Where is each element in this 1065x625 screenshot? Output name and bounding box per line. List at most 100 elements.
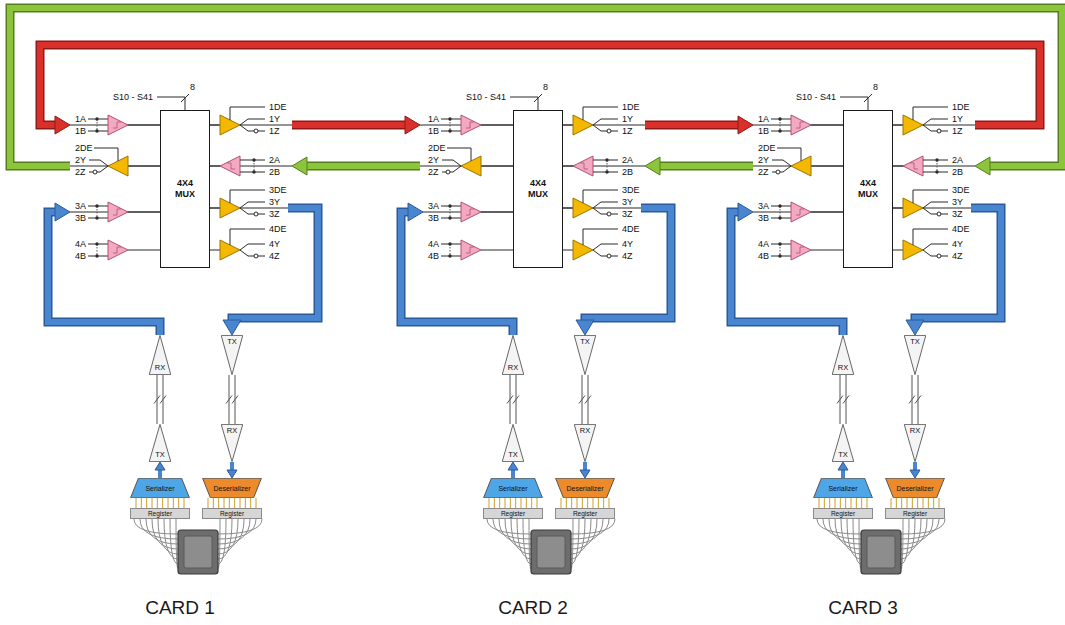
signal-connector <box>508 462 518 478</box>
select-bus <box>840 97 868 110</box>
chip-package <box>861 530 901 574</box>
hysteresis-mark <box>910 163 918 169</box>
pin-name: 2Y <box>427 155 440 165</box>
arrowhead <box>292 157 307 175</box>
bus-wire <box>168 498 169 508</box>
wire <box>481 212 513 213</box>
pin-name: 2DE <box>757 143 777 153</box>
wire <box>240 208 265 214</box>
inverting-bubble <box>607 212 611 216</box>
wire <box>442 160 461 166</box>
wire <box>583 107 618 120</box>
signal-connector <box>580 462 590 478</box>
junction-dot <box>95 254 98 257</box>
receiver-symbol <box>220 156 240 176</box>
signal-connector <box>579 375 591 424</box>
wire <box>811 212 843 213</box>
wire <box>593 119 618 125</box>
signal-connector <box>48 203 160 335</box>
signal-connector <box>154 375 166 424</box>
register-block: Register <box>885 508 945 519</box>
inverting-bubble <box>607 254 611 258</box>
wire <box>240 202 265 208</box>
inverting-bubble <box>937 212 941 216</box>
node-text-block: RX <box>508 364 518 372</box>
chip-die <box>184 536 212 568</box>
inverting-bubble <box>937 129 941 133</box>
pin-name: 4B <box>74 251 87 261</box>
pin-name: 3Y <box>951 197 964 207</box>
wire <box>563 166 573 167</box>
receiver-symbol <box>461 202 481 222</box>
wire <box>772 160 791 166</box>
arrowhead <box>55 116 70 134</box>
node-text: TX <box>580 338 590 346</box>
inverting-bubble <box>254 212 258 216</box>
transmitter-triangle: TX <box>149 424 171 462</box>
wire <box>240 244 265 250</box>
bus-wire <box>240 498 241 508</box>
shape-fill <box>502 335 524 374</box>
bus-wire <box>218 498 219 508</box>
wire <box>893 125 903 126</box>
wire <box>811 125 843 126</box>
signal-connector <box>910 462 920 478</box>
termination-resistor <box>780 119 781 131</box>
bus-width-number: 8 <box>189 82 196 92</box>
bus-wire <box>939 498 940 508</box>
bus-width-slash <box>181 94 189 102</box>
signal-arrow <box>585 208 671 322</box>
node-text-block: RX <box>580 427 590 435</box>
bus-wire <box>907 498 908 508</box>
wire <box>593 125 618 131</box>
bus-wire <box>494 498 495 508</box>
wire <box>777 148 801 161</box>
arrowhead <box>576 320 594 335</box>
bus-wire <box>526 498 527 508</box>
shape-fill <box>832 424 854 461</box>
card-title: CARD 3 <box>827 598 899 618</box>
arrowhead <box>408 203 423 221</box>
transmitter-triangle: TX <box>221 335 243 375</box>
shape-fill <box>832 335 854 374</box>
wire <box>210 166 220 167</box>
signal-connector <box>731 203 843 335</box>
break-mark <box>232 396 238 404</box>
bus-wire <box>537 498 538 508</box>
signal-connector <box>891 498 939 508</box>
wire <box>593 244 618 250</box>
pin-name: 4B <box>427 251 440 261</box>
transmitter-triangle: TX <box>502 424 524 462</box>
node-text: TX <box>155 451 165 459</box>
arrowhead <box>405 116 420 134</box>
pin-name: 1A <box>757 114 770 124</box>
hysteresis-mark <box>113 209 121 215</box>
junction-dot <box>778 254 781 257</box>
pin-name: 2A <box>268 155 281 165</box>
chip-wire <box>158 519 178 554</box>
signal-arrow-edge <box>401 212 513 335</box>
wire <box>923 244 948 250</box>
signal-arrow-edge <box>585 208 671 322</box>
signal-arrow <box>305 163 420 169</box>
chip-wire <box>901 519 921 554</box>
wire <box>230 229 265 245</box>
bus-wire <box>851 498 852 508</box>
bus-wire <box>598 498 599 508</box>
wire <box>481 250 513 251</box>
node-text-block: 4X4 MUX <box>853 178 883 200</box>
pin-name: 3DE <box>951 185 971 195</box>
wire <box>210 250 220 251</box>
pin-name: 1A <box>427 114 440 124</box>
wire <box>923 202 948 208</box>
pin-name: 3B <box>427 213 440 223</box>
select-bus <box>157 97 185 110</box>
arrowhead <box>738 116 753 134</box>
node-text-block: RX <box>910 427 920 435</box>
hysteresis-mark <box>796 209 804 215</box>
bus-wire <box>184 498 185 508</box>
pin-name: 2Z <box>427 167 440 177</box>
register-block: Register <box>202 508 262 519</box>
bus-wire <box>933 498 934 508</box>
signal-arrow-edge <box>48 212 160 335</box>
